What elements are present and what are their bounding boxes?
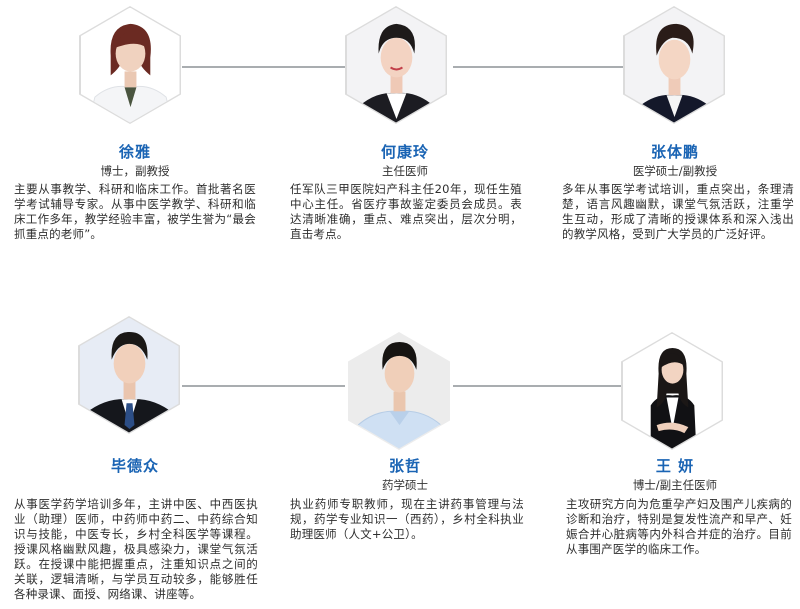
portrait-man-suit-icon (634, 23, 714, 123)
teacher-photo (621, 332, 723, 450)
teacher-photo (78, 316, 180, 434)
teacher-name: 毕德众 (110, 457, 159, 475)
teacher-photo (348, 332, 450, 450)
teacher-bio: 执业药师专职教师，现在主讲药事管理与法规，药学专业知识一（西药），乡村全科执业助… (290, 497, 524, 541)
teacher-name: 张哲 (388, 457, 421, 475)
teacher-name: 张体鹏 (650, 143, 699, 161)
teacher-photo (345, 6, 447, 124)
teacher-title: 药学硕士 (382, 478, 428, 492)
teacher-card: 徐雅 毕德众 从事医学药学培训多年，主讲中医、中西医执业（助理）医师，中药师中药… (0, 310, 270, 609)
teacher-bio: 主攻研究方向为危重孕产妇及围产儿疾病的诊断和治疗，特别是复发性流产和早产、妊娠合… (566, 497, 792, 556)
teacher-bio: 任军队三甲医院妇产科主任20年，现任生殖中心主任。省医疗事故鉴定委员会成员。表达… (290, 182, 522, 241)
teacher-card: 徐雅 博士，副教授 主要从事教学、科研和临床工作。首批著名医学考试辅导专家。从事… (0, 0, 270, 250)
portrait-woman-white-coat-icon (87, 23, 173, 123)
portrait-man-suit-tie-icon (81, 331, 177, 433)
connector-line (182, 66, 345, 68)
teacher-photo (79, 6, 181, 124)
teacher-card: 张哲 药学硕士 执业药师专职教师，现在主讲药事管理与法规，药学专业知识一（西药）… (270, 310, 540, 560)
teacher-card: 张体鹏 医学硕士/副教授 多年从事医学考试培训，重点突出，条理清楚，语言风趣幽默… (540, 0, 800, 260)
portrait-man-blue-shirt-icon (352, 341, 446, 449)
connector-line (182, 385, 345, 387)
teacher-title: 医学硕士/副教授 (632, 164, 718, 178)
teacher-name: 王 妍 (655, 457, 695, 475)
teacher-title: 博士/副主任医师 (632, 478, 718, 492)
connector-line (453, 66, 623, 68)
teacher-card: 王 妍 博士/副主任医师 主攻研究方向为危重孕产妇及围产儿疾病的诊断和治疗，特别… (540, 310, 800, 570)
teacher-title: 主任医师 (382, 164, 428, 178)
teacher-name: 徐雅 (118, 143, 151, 161)
connector-line (453, 385, 623, 387)
portrait-woman-black-blazer-icon (650, 347, 696, 449)
teacher-bio: 多年从事医学考试培训，重点突出，条理清楚，语言风趣幽默，课堂气氛活跃，注重学生互… (562, 182, 794, 241)
portrait-woman-suit-icon (356, 23, 436, 123)
teacher-photo (623, 6, 725, 124)
teacher-title: 博士，副教授 (100, 164, 170, 178)
teacher-bio: 主要从事教学、科研和临床工作。首批著名医学考试辅导专家。从事中医学教学、科研和临… (14, 182, 256, 241)
teacher-bio: 从事医学药学培训多年，主讲中医、中西医执业（助理）医师，中药师中药二、中药综合知… (14, 497, 258, 601)
teacher-card: 何康玲 主任医师 任军队三甲医院妇产科主任20年，现任生殖中心主任。省医疗事故鉴… (270, 0, 540, 250)
teacher-name: 何康玲 (380, 143, 429, 161)
